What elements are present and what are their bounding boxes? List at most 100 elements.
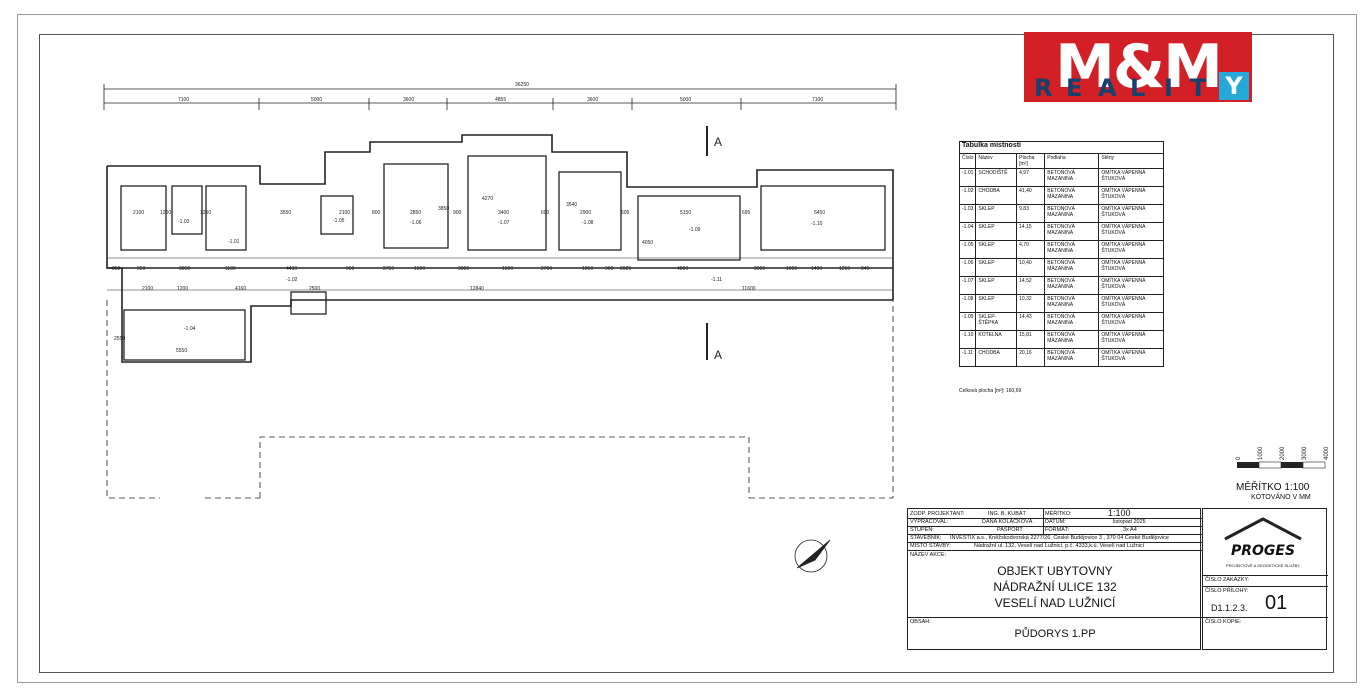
title-block: ZODP. PROJEKTANT: ING. B. KUBÁT VYPRACOV… (907, 508, 1202, 650)
dim-text: 845 (861, 266, 870, 272)
attachment-number: D1.1.2.3. (1211, 603, 1248, 613)
dim-text: 1250 (200, 210, 211, 216)
dim-text: 11600 (742, 286, 756, 292)
dim-text: 4800 (677, 266, 688, 272)
drawing-content: PŮDORYS 1.PP (1014, 628, 1096, 640)
drawing-frame (39, 34, 1334, 673)
section-label-top: A (714, 135, 722, 149)
cell: -1.09 (958, 312, 977, 331)
cell: OMÍTKA VÁPENNÁ ŠTUKOVÁ (1098, 276, 1164, 295)
dim-text: 4050 (642, 240, 653, 246)
dim-text: 2000 (754, 266, 765, 272)
dim-text: 1050 (582, 266, 593, 272)
dim-text: 1400 (811, 266, 822, 272)
logo-reality-bar (1024, 102, 1252, 134)
cell: CHODBA (975, 348, 1018, 367)
logo-letter: E (1066, 74, 1083, 102)
scale-tick: 1000 (1258, 446, 1264, 460)
dim-text: 3540 (566, 202, 577, 208)
cell: BETONOVÁ MAZANINA (1044, 312, 1100, 331)
room-label: -1.03 (178, 219, 190, 225)
cell: OMÍTKA VÁPENNÁ ŠTUKOVÁ (1098, 294, 1164, 313)
cell: 41,40 (1016, 186, 1046, 205)
cell: -1.08 (958, 294, 977, 313)
dim-text: 900 (605, 266, 614, 272)
overall-dimension-text: 36250 (515, 82, 529, 88)
value: PASPORT (997, 527, 1023, 533)
col-header: Plocha [m²] (1016, 153, 1046, 169)
cell: OMÍTKA VÁPENNÁ ŠTUKOVÁ (1098, 240, 1164, 259)
dim-text: 5000 (311, 97, 322, 103)
dim-text: 695 (742, 210, 751, 216)
dim-text: 7100 (178, 97, 189, 103)
cell: OMÍTKA VÁPENNÁ ŠTUKOVÁ (1098, 168, 1164, 187)
terrain-outline (106, 300, 894, 499)
cell: -1.07 (958, 276, 977, 295)
label: STUPEŇ: (910, 527, 934, 533)
cell: BETONOVÁ MAZANINA (1044, 222, 1100, 241)
cell: 14,15 (1016, 222, 1046, 241)
north-arrow-icon (794, 539, 831, 573)
value: DANA KOLÁČKOVÁ (982, 519, 1033, 525)
dim-text: 1200 (160, 210, 171, 216)
section-label-bottom: A (714, 348, 722, 362)
cell: -1.04 (958, 222, 977, 241)
dim-text: 2750 (383, 266, 394, 272)
room-label: -1.02 (286, 277, 298, 283)
scale-tick: 3000 (1302, 446, 1308, 460)
label: MÍSTO STAVBY: (910, 543, 951, 549)
col-header: Stěny (1098, 153, 1164, 169)
dimension-ticks (103, 84, 897, 110)
company-logo-text: PROGES (1231, 543, 1295, 559)
label: ZODP. PROJEKTANT: (910, 511, 965, 517)
cell: 15,81 (1016, 330, 1046, 349)
room-label: -1.04 (184, 326, 196, 332)
dim-text: 2100 (339, 210, 350, 216)
brand-logo: M&M (1024, 32, 1252, 134)
room-label: -1.11 (711, 277, 722, 283)
dim-text: 3400 (498, 210, 509, 216)
cell: -1.03 (958, 204, 977, 223)
cell: OMÍTKA VÁPENNÁ ŠTUKOVÁ (1098, 222, 1164, 241)
sheet-number: 01 (1265, 592, 1288, 614)
label: OBSAH: (910, 619, 931, 625)
room-table-title: Tabulka místností (959, 141, 1164, 154)
dim-text: 4270 (482, 196, 493, 202)
cell: SKLEP (975, 222, 1018, 241)
company-logo-sub: PROJEKTOVÉ A GEODETICKÉ SLUŽBY (1226, 563, 1301, 568)
logo-letter: I (1164, 74, 1173, 102)
scale-tick: 0 (1236, 456, 1242, 460)
room-label: -1.06 (410, 220, 422, 226)
cell: OMÍTKA VÁPENNÁ ŠTUKOVÁ (1098, 348, 1164, 367)
dim-text: 5450 (814, 210, 825, 216)
dim-text: 5550 (176, 348, 187, 354)
label: STAVEBNÍK: (910, 535, 942, 541)
cell: KOTELNA (975, 330, 1018, 349)
value: 3x A4 (1123, 527, 1137, 533)
dim-text: 600 (541, 210, 550, 216)
dim-text: 2100 (142, 286, 153, 292)
dim-text: 1200 (177, 286, 188, 292)
logo-letter: L (1130, 74, 1146, 102)
scale-bar: 0 1000 2000 3000 4000 (1236, 446, 1330, 469)
dim-text: 4160 (235, 286, 246, 292)
cell: BETONOVÁ MAZANINA (1044, 186, 1100, 205)
cell: OMÍTKA VÁPENNÁ ŠTUKOVÁ (1098, 258, 1164, 277)
room-label: -1.05 (333, 218, 345, 224)
dim-text: 2850 (410, 210, 421, 216)
cell: CHODBA (975, 186, 1018, 205)
dim-text: 900 (453, 210, 462, 216)
cell: -1.01 (958, 168, 977, 187)
dim-text: 4855 (495, 97, 506, 103)
logo-letter: Y (1219, 72, 1249, 100)
cell: 4,70 (1016, 240, 1046, 259)
logo-letter: A (1098, 74, 1117, 102)
dim-text: 3600 (587, 97, 598, 103)
